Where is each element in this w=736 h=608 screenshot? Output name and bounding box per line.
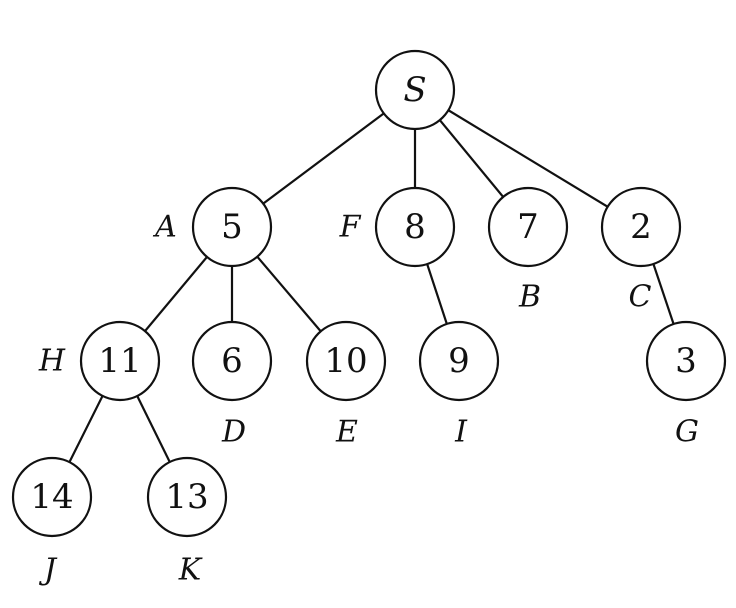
node-label-J: J <box>38 553 58 588</box>
tree-node-J: 14 J <box>11 456 93 588</box>
node-label-A: A <box>152 210 177 245</box>
tree-node-D: 6 D <box>191 320 273 450</box>
tree-edges <box>51 89 688 498</box>
node-label-D: D <box>221 415 246 450</box>
node-value-D: 6 <box>221 341 243 381</box>
tree-node-K: 13 K <box>146 456 228 588</box>
node-value-I: 9 <box>448 341 470 381</box>
edge-S-C <box>414 89 642 228</box>
node-value-J: 14 <box>30 477 73 517</box>
tree-node-B: 7 B <box>487 186 569 315</box>
node-value-H: 11 <box>98 341 141 381</box>
node-label-K: K <box>178 553 203 588</box>
node-label-E: E <box>335 415 358 450</box>
tree-node-H: 11 H <box>38 320 161 402</box>
tree-node-S: S <box>374 49 456 131</box>
node-label-F: F <box>339 210 362 245</box>
node-label-I: I <box>454 415 468 450</box>
tree-node-C: 2 C <box>600 186 682 315</box>
node-label-G: G <box>675 415 699 450</box>
tree-node-E: 10 E <box>305 320 387 450</box>
node-value-A: 5 <box>221 207 243 247</box>
tree-node-G: 3 G <box>645 320 727 450</box>
node-value-S: S <box>403 70 426 110</box>
tree-node-I: 9 I <box>418 320 500 450</box>
node-value-F: 8 <box>404 207 426 247</box>
tree-node-A: 5 A <box>152 186 273 268</box>
node-value-C: 2 <box>630 207 652 247</box>
node-label-H: H <box>38 344 66 379</box>
node-label-C: C <box>629 280 652 315</box>
node-value-K: 13 <box>165 477 208 517</box>
node-value-E: 10 <box>324 341 367 381</box>
node-value-B: 7 <box>517 207 539 247</box>
node-label-B: B <box>518 280 541 315</box>
tree-nodes: S 5 A 8 F 7 B 2 C 11 H <box>11 49 727 588</box>
node-value-G: 3 <box>675 341 697 381</box>
tree-node-F: 8 F <box>339 186 456 268</box>
